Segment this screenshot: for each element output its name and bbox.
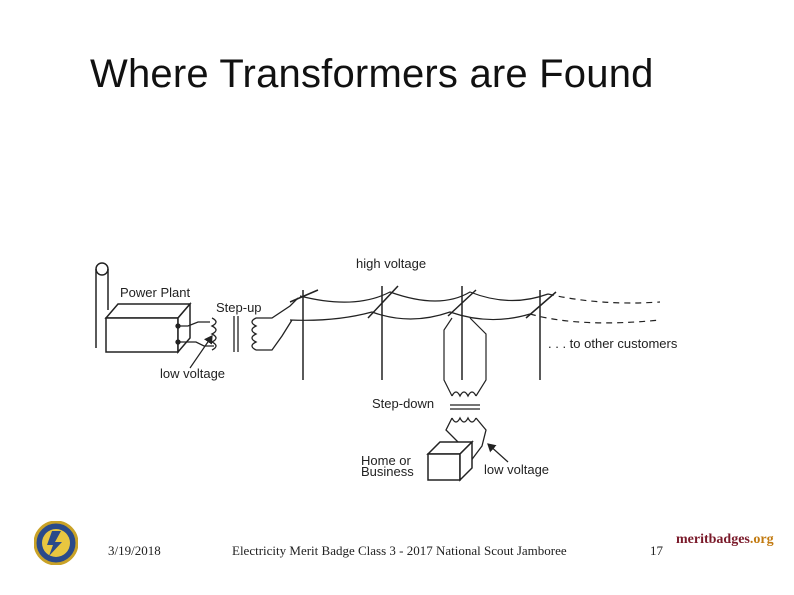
page-number: 17 [650,543,663,558]
slide-title: Where Transformers are Found [90,52,654,96]
footer-date: 3/19/2018 [108,543,161,558]
smokestack [95,262,109,348]
label-low-voltage-plant: low voltage [160,366,225,381]
utility-poles [289,285,557,380]
drop-wires [443,317,487,397]
label-other-customers: . . . to other customers [548,336,678,351]
label-low-voltage-home: low voltage [484,462,549,477]
footer-text: Electricity Merit Badge Class 3 - 2017 N… [232,543,567,558]
label-step-down: Step-down [372,396,434,411]
electricity-merit-badge-icon [34,521,78,565]
home-building [426,440,474,482]
label-home-line2: Business [361,464,414,479]
annotation-arrows [189,335,509,463]
label-power-plant: Power Plant [120,285,190,300]
logo-main: meritbadges [676,532,750,547]
label-home-line1: Home or [361,453,412,468]
plant-wires [175,321,214,347]
logo-suffix: .org [749,532,774,547]
high-voltage-lines [289,291,661,324]
meritbadges-logo-icon: meritbadges.org [676,532,774,548]
power-plant-building [104,301,192,355]
label-high-voltage: high voltage [356,256,426,271]
step-up-transformer [210,297,299,352]
label-step-up: Step-up [216,300,262,315]
